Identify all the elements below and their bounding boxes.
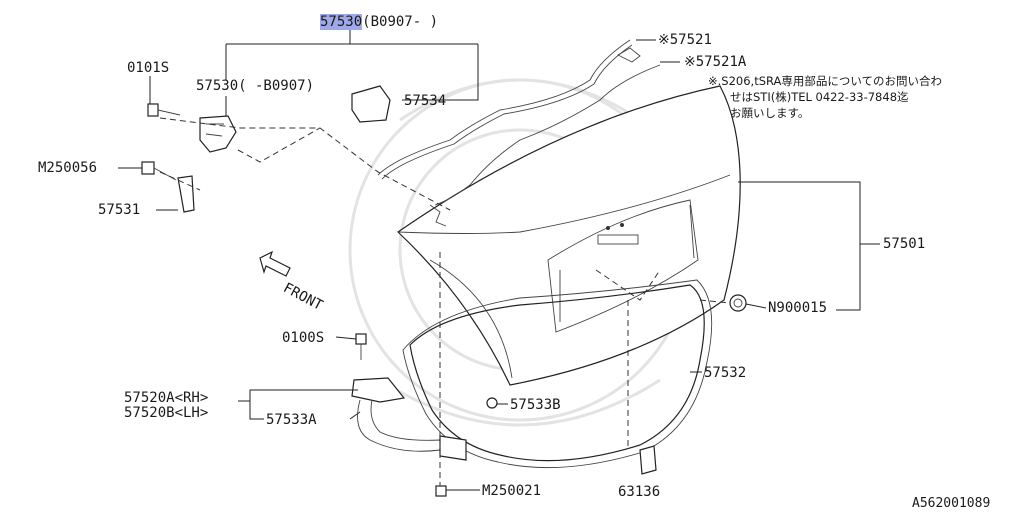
cable-57521a [434, 64, 661, 206]
reference-lines [159, 117, 731, 486]
label-57520b[interactable]: 57520B<LH> [124, 405, 209, 421]
pad-57534 [351, 85, 391, 123]
label-57532[interactable]: 57532 [704, 365, 747, 381]
clip-57533b [486, 397, 498, 409]
label-57530-old[interactable]: 57530( -B0907) [196, 78, 315, 94]
front-arrow-icon [259, 250, 291, 277]
weatherstrip-57532 [409, 284, 705, 462]
sti-note-line1: ※.S206,tSRA専用部品についてのお問い合わ [708, 74, 943, 88]
label-57521a[interactable]: ※57521A [684, 54, 747, 70]
header-part-range: (B0907- ) [362, 14, 439, 30]
header-part-number[interactable]: 57530 [320, 14, 363, 30]
label-57534[interactable]: 57534 [404, 93, 447, 109]
cable-57521 [377, 39, 631, 176]
trunk-latch-57530 [147, 103, 237, 153]
trunk-lid [397, 85, 741, 386]
label-57501[interactable]: 57501 [883, 236, 926, 252]
hinge-57520 [351, 377, 467, 461]
sti-note-line3: お願いします。 [730, 106, 810, 120]
label-63136 [639, 445, 657, 475]
grommet-n900015 [729, 294, 747, 312]
label-m250021[interactable]: M250021 [482, 483, 542, 499]
leader-lines [118, 30, 880, 491]
label-m250056[interactable]: M250056 [38, 160, 98, 176]
sti-note-line2: せはSTI(株)TEL 0422-33-7848迄 [730, 90, 909, 104]
label-57520a[interactable]: 57520A<RH> [124, 390, 209, 406]
bolt-0100s [355, 333, 367, 345]
key-cylinder-57531 [141, 161, 195, 213]
header-part-label: 57530(B0907- ) [320, 14, 438, 30]
diagram-code: A562001089 [912, 496, 991, 511]
label-57531[interactable]: 57531 [98, 202, 141, 218]
label-0101s[interactable]: 0101S [127, 60, 170, 76]
label-57533b[interactable]: 57533B [510, 397, 561, 413]
label-n900015[interactable]: N900015 [768, 300, 828, 316]
label-57521[interactable]: ※57521 [658, 32, 712, 48]
bolt-m250021 [435, 485, 447, 497]
label-0100s[interactable]: 0100S [282, 330, 325, 346]
label-63136[interactable]: 63136 [618, 484, 661, 500]
label-57533a[interactable]: 57533A [266, 412, 317, 428]
